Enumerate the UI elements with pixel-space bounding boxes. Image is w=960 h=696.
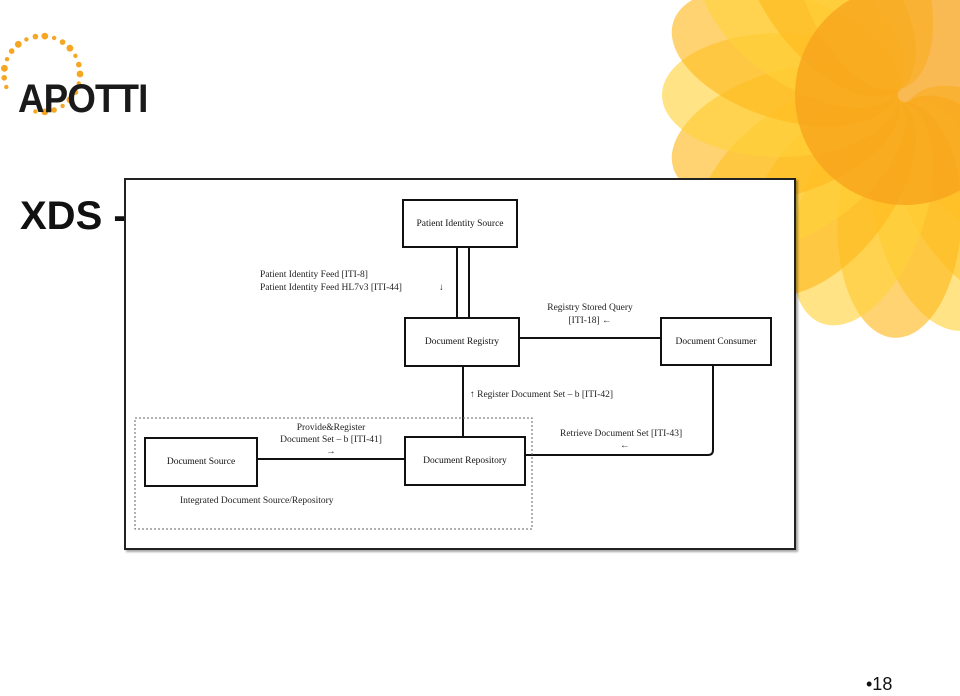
logo-dot: [4, 84, 9, 90]
logo-dot-ring: [1, 32, 84, 116]
node-document-registry: Document Registry: [404, 317, 520, 367]
node-document-source: Document Source: [144, 437, 258, 487]
node-label: Document Consumer: [675, 336, 757, 347]
xds-diagram-figure: Patient Identity Source Document Registr…: [124, 178, 796, 550]
logo-dot: [1, 64, 8, 72]
label-provide-register-arrow: →: [326, 447, 336, 457]
logo-dot: [8, 48, 15, 54]
node-label: Patient Identity Source: [416, 218, 504, 229]
label-patient-feed-1: Patient Identity Feed [ITI-8]: [260, 270, 368, 280]
connector-retrieve-set: [525, 366, 714, 456]
logo-text: APOTTI: [18, 77, 148, 121]
slide-title: XDS -: [20, 194, 127, 238]
label-patient-feed-2: Patient Identity Feed HL7v3 [ITI-44]: [260, 283, 402, 293]
node-label: Document Source: [166, 457, 236, 467]
logo-dot: [66, 96, 74, 104]
logo-dot: [41, 32, 49, 40]
logo-dot: [14, 40, 22, 48]
label-provide-register-1: Provide&Register: [296, 423, 366, 433]
logo-dot: [32, 33, 39, 40]
logo-dot: [51, 35, 57, 41]
logo-dot: [59, 39, 66, 45]
label-register-set: ↑ Register Document Set – b [ITI-42]: [470, 390, 613, 400]
label-stored-query-2: [ITI-18] ←: [568, 316, 612, 326]
node-label: Document Registry: [424, 337, 500, 347]
logo-dot: [41, 108, 49, 116]
logo-dot: [51, 107, 57, 113]
logo-dot: [1, 75, 8, 81]
label-integrated-group: Integrated Document Source/Repository: [180, 496, 334, 506]
node-document-repository: Document Repository: [404, 436, 526, 486]
node-label: Document Repository: [423, 456, 507, 466]
label-stored-query-1: Registry Stored Query: [547, 303, 633, 313]
logo-dot: [76, 81, 82, 86]
label-patient-feed-arrow: ↓: [439, 283, 444, 293]
logo-dot: [72, 89, 79, 95]
node-patient-identity-source: Patient Identity Source: [402, 199, 518, 248]
logo-dot: [60, 103, 65, 109]
logo-dot: [76, 70, 84, 78]
logo-dot: [73, 53, 78, 58]
apotti-logo: APOTTI: [0, 30, 180, 121]
label-retrieve-arrow: ←: [620, 441, 630, 451]
logo-dot: [66, 44, 74, 52]
logo-dot: [4, 57, 10, 62]
logo-dot: [76, 61, 82, 68]
sun-core: [795, 0, 960, 205]
diagram-connectors: [134, 246, 714, 530]
logo-dot: [33, 109, 38, 114]
label-provide-register-2: Document Set – b [ITI-41]: [280, 435, 382, 445]
node-document-consumer: Document Consumer: [660, 317, 772, 366]
sun-petals: [662, 0, 960, 338]
page-number: •18: [866, 674, 893, 694]
logo-dot: [24, 37, 29, 42]
label-retrieve-set: Retrieve Document Set [ITI-43]: [560, 429, 683, 439]
integrated-group-boundary: [134, 417, 533, 530]
